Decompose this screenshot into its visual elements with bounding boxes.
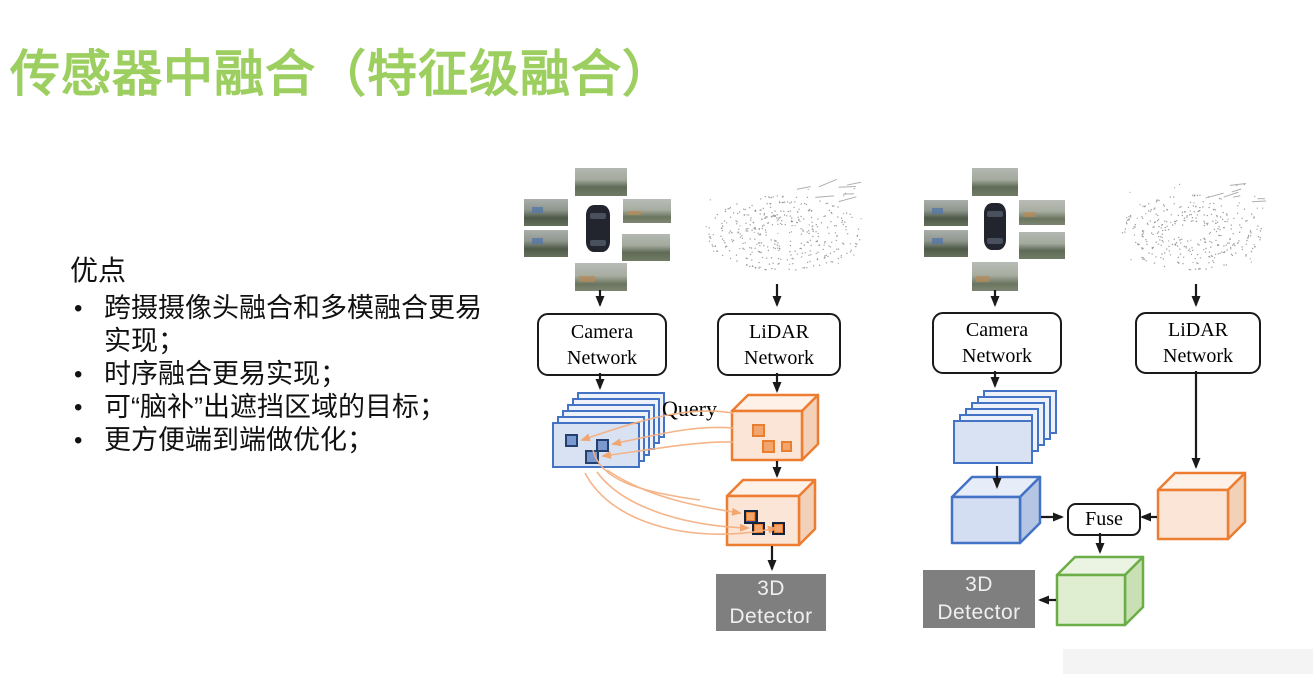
lidar-network-label: LiDAR [1168,319,1228,341]
lidar-pointcloud-left [705,178,862,271]
advantage-item: 时序融合更易实现； [70,358,504,391]
camera-network-label: Camera [965,319,1029,341]
camera-network-box-right: Camera Network [932,312,1062,374]
camera-network-label: Camera [570,320,634,343]
camera-image [524,199,568,226]
camera-image [1019,232,1065,259]
lidar-network-label: Network [1163,345,1233,367]
detector-box-right: 3D Detector [923,570,1035,628]
advantages-list: 跨摄摄像头融合和多模融合更易实现； 时序融合更易实现； 可“脑补”出遮挡区域的目… [70,292,515,457]
lidar-query-point [752,424,765,437]
sampled-feature [752,522,765,535]
detector-label: 3D [965,573,993,597]
query-point [585,450,599,464]
lidar-network-box-right: LiDAR Network [1135,312,1261,374]
query-label: Query [662,396,717,421]
advantage-item: 可“脑补”出遮挡区域的目标； [70,391,504,424]
fused-feature-cube-left [725,478,817,547]
lidar-network-label: Network [744,346,814,369]
fuse-box: Fuse [1067,503,1141,536]
camera-image [972,262,1018,291]
camera-image [575,168,627,196]
detector-label: 3D [757,576,785,600]
camera-network-label: Network [567,346,637,369]
camera-image [972,168,1018,196]
advantages-heading: 优点 [70,255,127,286]
ego-car [984,203,1006,250]
advantage-item: 更方便端到端做优化； [70,424,504,457]
advantage-item: 跨摄摄像头融合和多模融合更易实现； [70,292,504,358]
detector-label: Detector [937,601,1021,624]
slide-title: 传感器中融合（特征级融合） [10,46,673,102]
query-point [565,434,578,447]
lidar-feature-cube-right [1156,471,1247,541]
camera-image [623,199,671,223]
detector-label: Detector [729,604,813,628]
ego-car [586,205,610,252]
lidar-query-point [781,441,792,452]
camera-image [1019,200,1065,225]
camera-image [924,200,968,226]
lidar-network-box-left: LiDAR Network [717,313,841,376]
lidar-query-point [762,440,775,453]
lidar-feature-cube-left [730,393,820,462]
fuse-label: Fuse [1085,508,1123,530]
camera-feature-cube-right [950,475,1042,545]
detector-box-left: 3D Detector [716,574,826,631]
camera-image [575,263,627,291]
watermark-strip [1063,649,1313,674]
camera-network-label: Network [962,345,1032,367]
camera-image [524,230,568,257]
lidar-network-label: LiDAR [749,320,809,343]
camera-image [924,230,968,257]
lidar-pointcloud-right [1121,183,1266,271]
camera-network-box-left: Camera Network [537,313,667,376]
camera-image [622,234,670,261]
sampled-feature [772,522,785,535]
fused-feature-cube-right [1055,555,1145,627]
